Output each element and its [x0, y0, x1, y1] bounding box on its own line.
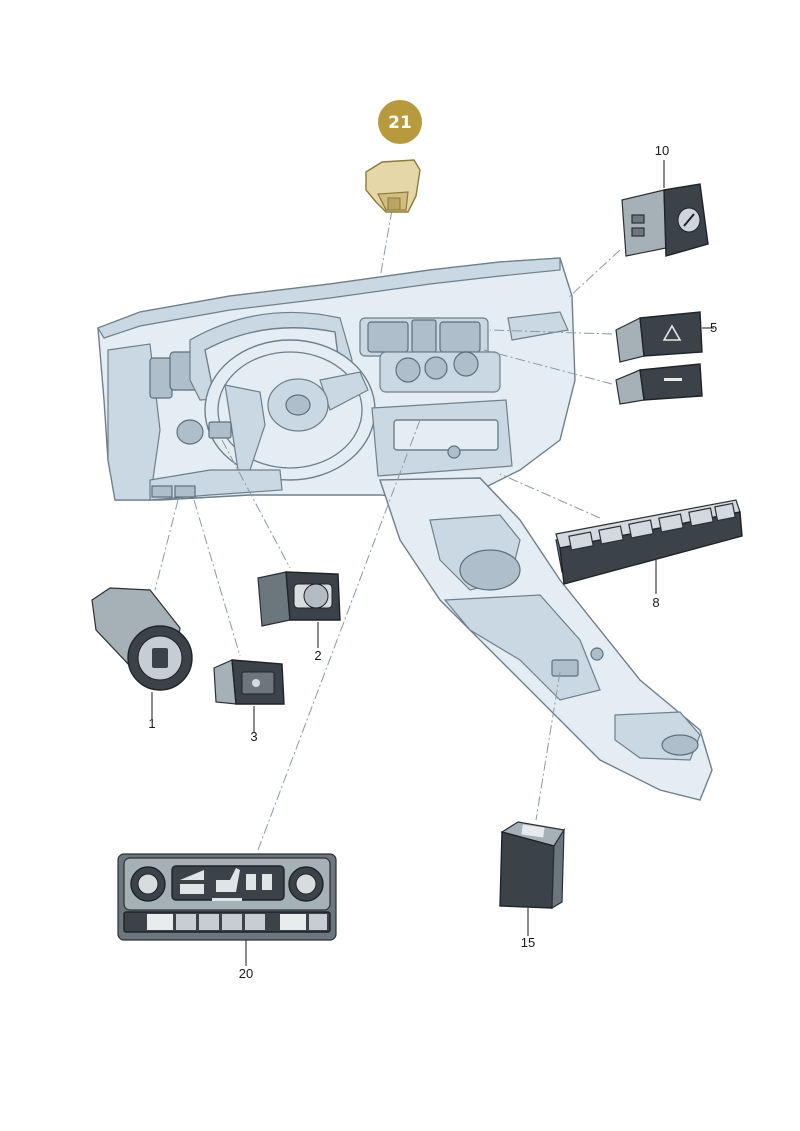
part-label-5: 5 — [710, 320, 717, 335]
part-label-1: 1 — [148, 716, 155, 731]
part-10-switch[interactable] — [621, 183, 709, 257]
part-label-3: 3 — [250, 729, 257, 744]
part-1-light-switch[interactable] — [91, 587, 193, 691]
rear-defog-icon — [683, 213, 695, 227]
part-21-badge-circle — [378, 100, 422, 144]
part-21-badge: 21 — [378, 100, 422, 144]
part-20-climate-control[interactable] — [117, 853, 337, 941]
headlight-icon — [152, 648, 168, 668]
part-8-switch-bar[interactable] — [555, 499, 743, 585]
fan-icon — [222, 914, 242, 930]
part-21-number: 21 — [388, 113, 412, 133]
dashboard-assembly — [97, 257, 713, 801]
leader-lines — [154, 209, 621, 851]
part-5-switches[interactable] — [615, 311, 703, 405]
part-label-8: 8 — [652, 595, 659, 610]
part-label-20: 20 — [239, 966, 253, 981]
part-label-15: 15 — [521, 935, 535, 950]
part-label-10: 10 — [655, 143, 669, 158]
part-15-switch[interactable] — [499, 821, 565, 910]
part-21-cap[interactable] — [365, 159, 421, 213]
hazard-triangle-icon — [662, 324, 682, 341]
heated-seat-icon — [216, 868, 240, 892]
part-label-2: 2 — [314, 648, 321, 663]
part-2-dimmer-switch[interactable] — [257, 571, 341, 627]
part-3-switch[interactable] — [213, 659, 285, 705]
